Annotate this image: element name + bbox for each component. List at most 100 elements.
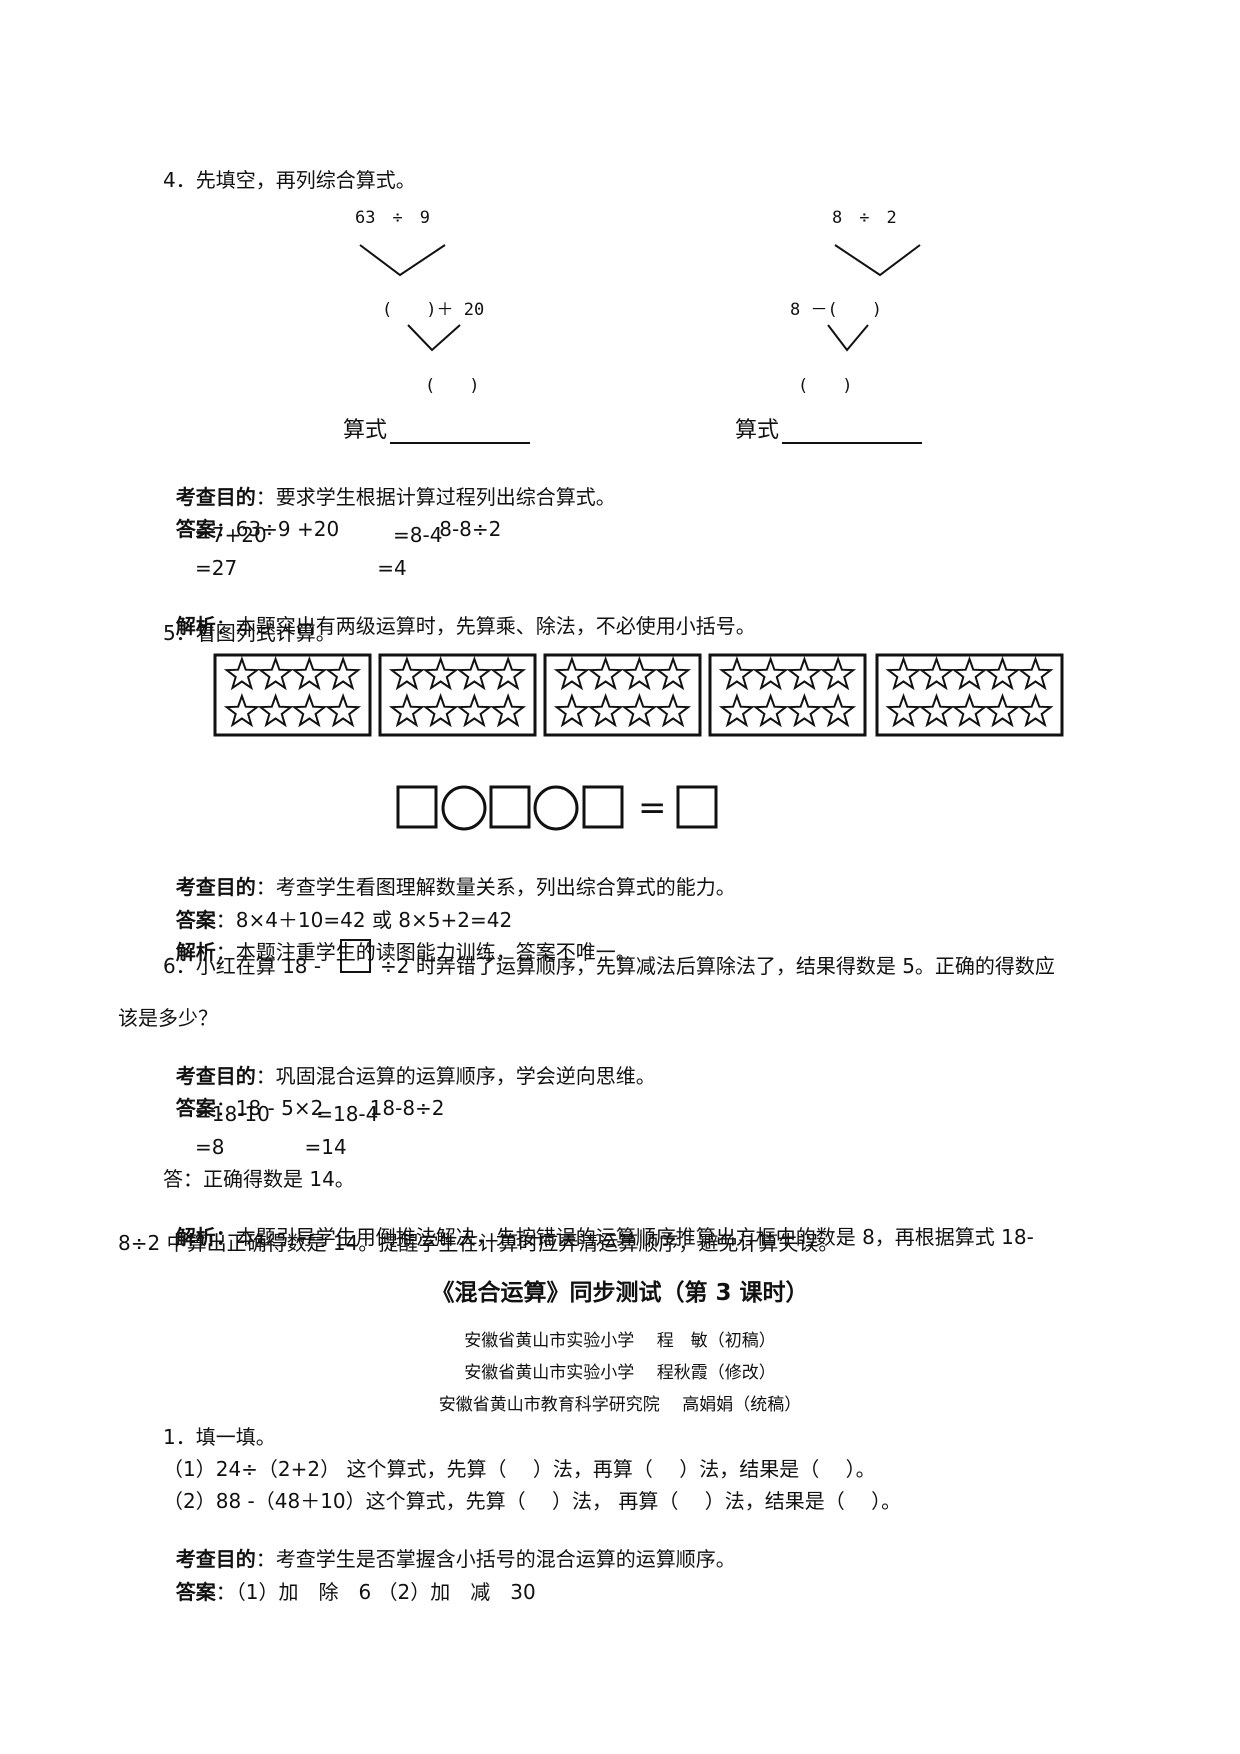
q5-answer: 答案：8×4＋10=42 或 8×5+2=42: [163, 881, 512, 933]
q4-answer-line2: =7+20 =8-4: [175, 523, 443, 547]
star-box-4: [708, 653, 867, 737]
star-icon: [752, 693, 789, 728]
q4-answer-line3: =27 =4: [175, 556, 407, 580]
q1-item2: （2）88 -（48＋10）这个算式，先算（ ）法， 再算（ ）法，结果是（ ）…: [163, 1489, 902, 1513]
tree-right-top: 8 ÷ 2: [832, 208, 897, 228]
star-icon: [820, 656, 857, 691]
q6-blank-square: [340, 939, 371, 973]
tree-right-upper-branch: [834, 244, 921, 277]
q6-answer-line1: ：18 - 5×2 18-8÷2: [215, 1096, 445, 1120]
star-box-2: [378, 653, 537, 737]
q5-answer-label: 答案: [175, 908, 216, 932]
q1-answer-label: 答案: [175, 1580, 216, 1604]
star-icon: [984, 656, 1021, 691]
blank-square-3: [582, 785, 624, 829]
star-icon: [325, 693, 362, 728]
star-icon: [257, 693, 294, 728]
q6-analysis: 解析：本题引导学生用倒推法解决，先按错误的运算顺序推算出方框中的数是 8，再根据…: [163, 1198, 1034, 1250]
star-icon: [918, 656, 955, 691]
star-icon: [1017, 693, 1054, 728]
star-box-3: [543, 653, 702, 737]
star-icon: [885, 656, 922, 691]
q6-purpose-text: ：巩固混合运算的运算顺序，学会逆向思维。: [255, 1064, 656, 1088]
q4-purpose: 考查目的：要求学生根据计算过程列出综合算式。: [163, 458, 616, 510]
star-icon: [820, 693, 857, 728]
star-icon: [490, 693, 527, 728]
star-box-1: [213, 653, 372, 737]
star-icon: [223, 693, 260, 728]
blank-circle-2: [533, 785, 579, 831]
star-icon: [422, 693, 459, 728]
q6-heading-part2: ÷2 时弄错了运算顺序，先算减法后算除法了，结果得数是 5。正确的得数应: [380, 954, 1055, 978]
star-icon: [490, 656, 527, 691]
star-icon: [786, 693, 823, 728]
q5-answer-text: ：8×4＋10=42 或 8×5+2=42: [215, 908, 513, 932]
star-icon: [951, 656, 988, 691]
tree-left-lower-branch: [407, 324, 461, 352]
q4-analysis-label: 解析: [175, 614, 216, 638]
q6-analysis-label: 解析：: [175, 1225, 236, 1249]
star-icon: [422, 656, 459, 691]
equals-sign: =: [638, 788, 667, 828]
star-icon: [553, 693, 590, 728]
star-icon: [718, 693, 755, 728]
tree-left-middle: ( )＋ 20: [382, 300, 485, 320]
star-icon: [621, 693, 658, 728]
q5-analysis-label: 解析: [175, 940, 216, 964]
star-icon: [786, 656, 823, 691]
q6-analysis-line1: 本题引导学生用倒推法解决，先按错误的运算顺序推算出方框中的数是 8，再根据算式 …: [235, 1225, 1034, 1249]
q6-analysis-line2: 8÷2 中算出正确得数是 14。提醒学生在计算时应弄清运算顺序，避免计算失误。: [118, 1231, 839, 1255]
author-line-3: 安徽省黄山市教育科学研究院 高娟娟（统稿）: [438, 1395, 802, 1415]
star-icon: [223, 656, 260, 691]
star-icon: [951, 693, 988, 728]
star-icon: [456, 656, 493, 691]
q1-answer: 答案：（1）加 除 6 （2）加 减 30: [163, 1553, 536, 1605]
q6-purpose: 考查目的：巩固混合运算的运算顺序，学会逆向思维。: [163, 1037, 656, 1089]
star-icon: [918, 693, 955, 728]
tree-right-answer-line[interactable]: [782, 442, 922, 444]
q5-analysis-text: ：本题注重学生的读图能力训练，答案不唯一。: [215, 940, 636, 964]
star-icon: [291, 693, 328, 728]
star-icon: [984, 693, 1021, 728]
q6-heading-part1: 6．小红在算 18 -: [163, 954, 322, 978]
star-box-5: [875, 653, 1064, 737]
q1-heading: 1．填一填。: [163, 1425, 276, 1449]
star-icon: [587, 656, 624, 691]
blank-square-1: [396, 785, 438, 829]
star-icon: [257, 656, 294, 691]
q1-purpose-label: 考查目的: [175, 1547, 256, 1571]
star-icon: [456, 693, 493, 728]
star-icon: [388, 693, 425, 728]
blank-circle-1: [441, 785, 487, 831]
q4-answer-line1: ：63÷9 +20 8-8÷2: [215, 517, 502, 541]
q4-heading: 4．先填空，再列综合算式。: [163, 168, 416, 192]
q6-final-answer: 答：正确得数是 14。: [163, 1167, 355, 1191]
tree-left-upper-branch: [359, 244, 446, 277]
q6-answer-line3: =8 =14: [175, 1135, 347, 1159]
star-icon: [291, 656, 328, 691]
star-icon: [885, 693, 922, 728]
star-icon: [587, 693, 624, 728]
q1-purpose: 考查目的：考查学生是否掌握含小括号的混合运算的运算顺序。: [163, 1520, 736, 1572]
tree-right-formula-label: 算式: [735, 418, 780, 443]
q4-analysis: 解析：本题突出有两级运算时，先算乘、除法，不必使用小括号。: [163, 587, 756, 639]
tree-right-lower-branch: [827, 324, 869, 352]
tree-left-top: 63 ÷ 9: [355, 208, 430, 228]
tree-left-formula-label: 算式: [343, 418, 388, 443]
q6-heading-line2: 该是多少？: [118, 1006, 218, 1030]
q5-purpose: 考查目的：考查学生看图理解数量关系，列出综合算式的能力。: [163, 848, 736, 900]
author-line-1: 安徽省黄山市实验小学 程 敏（初稿）: [464, 1331, 776, 1351]
star-icon: [553, 656, 590, 691]
q5-purpose-label: 考查目的: [175, 875, 256, 899]
tree-left-answer-line[interactable]: [390, 442, 530, 444]
star-icon: [655, 693, 692, 728]
q1-answer-text: ：（1）加 除 6 （2）加 减 30: [215, 1580, 536, 1604]
q1-item1: （1）24÷（2+2） 这个算式，先算（ ）法，再算（ ）法，结果是（ ）。: [163, 1457, 876, 1481]
q5-purpose-text: ：考查学生看图理解数量关系，列出综合算式的能力。: [255, 875, 736, 899]
star-icon: [388, 656, 425, 691]
q4-analysis-text: ：本题突出有两级运算时，先算乘、除法，不必使用小括号。: [215, 614, 756, 638]
